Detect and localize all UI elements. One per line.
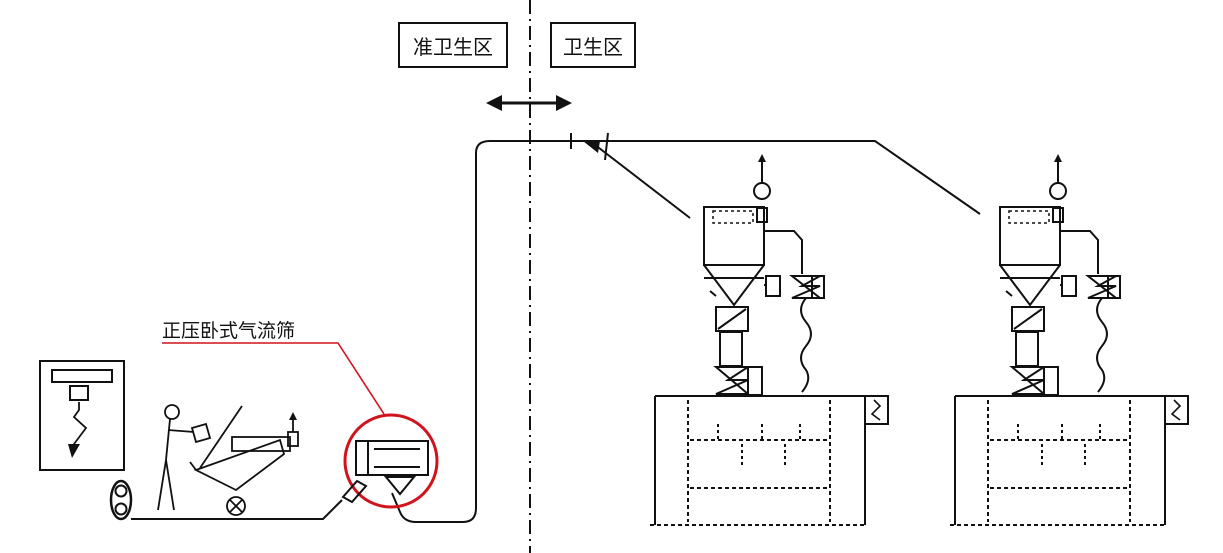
boundary-double-arrow [486, 95, 572, 111]
airflow-sifter-icon [341, 440, 429, 504]
bin-icon [650, 395, 889, 526]
operator-icon [157, 404, 212, 511]
cyclone-separator-icon [999, 154, 1099, 396]
cyclone-separator-icon [703, 154, 803, 396]
clean-zone-label: 卫生区 [550, 22, 636, 68]
control-panel-icon [39, 360, 125, 471]
conveying-pipe [131, 140, 981, 523]
dust-valve-2 [1085, 275, 1121, 393]
dust-valve-1 [789, 275, 825, 393]
semi-clean-zone-label: 准卫生区 [398, 22, 508, 68]
sifter-leader-line [162, 342, 385, 415]
pipe-flange-markers [570, 132, 609, 161]
rotary-feeder-icon [109, 479, 133, 521]
bin-icon [950, 395, 1189, 526]
bag-dump-station-icon [189, 405, 299, 516]
sifter-label: 正压卧式气流筛 [162, 320, 296, 342]
sifter-highlight-circle [343, 413, 439, 509]
